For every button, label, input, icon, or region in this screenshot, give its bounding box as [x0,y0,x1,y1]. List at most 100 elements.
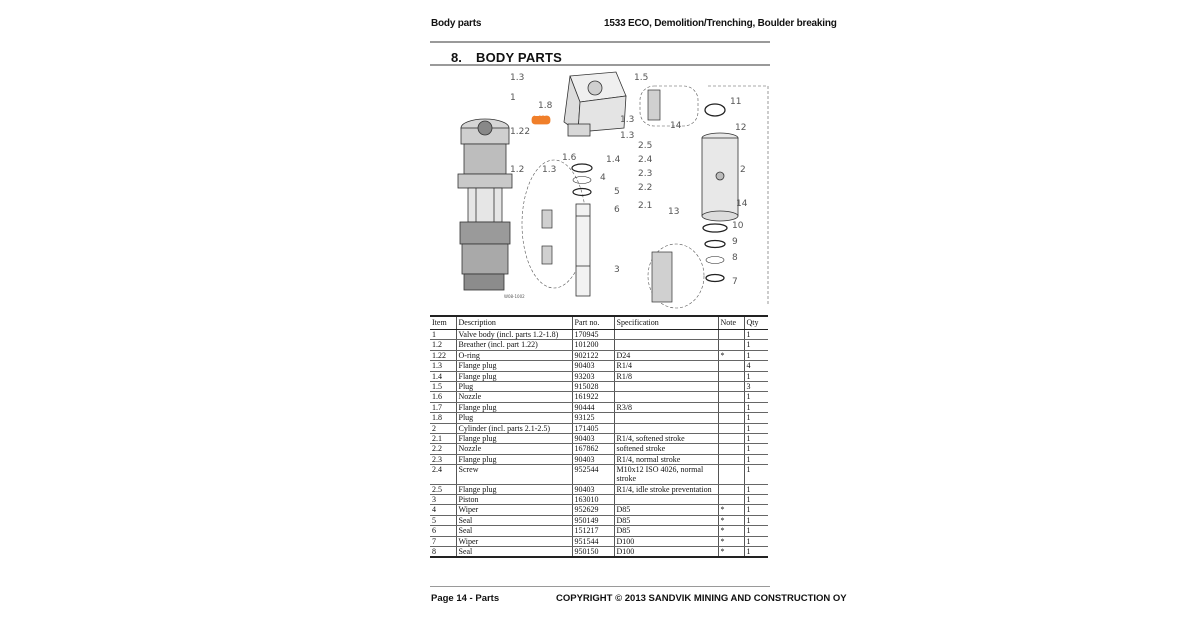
piston-illustration [575,203,591,297]
footer-page-label: Page 14 - Parts [431,593,500,604]
table-cell-specification: softened stroke [613,443,718,455]
table-cell-note [717,464,744,485]
table-cell-specification: R1/4, softened stroke [613,433,718,445]
table-cell-qty: 4 [743,360,768,372]
callout-label: 5 [614,187,620,197]
table-cell-item: 1.6 [430,391,456,403]
table-cell-specification [613,494,718,506]
table-cell-description: Plug [455,412,572,424]
table-cell-description: Piston [455,494,572,506]
table-cell-description: Wiper [455,504,572,516]
table-cell-qty: 1 [743,546,768,559]
table-cell-item: 2.3 [430,454,456,466]
callout-label: 8 [732,253,738,263]
table-cell-item: 1.5 [430,381,456,393]
cylinder-illustration [701,132,739,222]
callout-label: 1.8 [538,101,553,111]
callout-label: 14 [736,199,748,209]
table-cell-note: * [717,504,744,516]
table-cell-specification: D24 [613,350,718,362]
parts-table: Item Description Part no. Specification … [430,315,768,559]
table-cell-part-no: 952544 [571,464,614,485]
callout-label: 3 [614,265,620,275]
table-cell-item: 1 [430,329,456,341]
table-cell-qty: 1 [743,433,768,445]
table-cell-description: Cylinder (incl. parts 2.1-2.5) [455,423,572,434]
table-cell-qty: 1 [743,423,768,434]
table-cell-specification: R1/8 [613,371,718,382]
table-cell-note [717,371,744,382]
table-cell-item: 1.7 [430,402,456,414]
table-cell-qty: 1 [743,454,768,466]
table-cell-part-no: 950150 [571,546,614,559]
table-cell-part-no: 952629 [571,504,614,516]
table-cell-qty: 1 [743,329,768,341]
table-cell-qty: 1 [743,536,768,548]
table-cell-qty: 1 [743,412,768,424]
table-cell-note [717,412,744,424]
column-header: Qty [743,315,768,330]
table-cell-description: Flange plug [455,360,572,372]
callout-label: 11 [730,97,741,107]
table-cell-item: 1.8 [430,412,456,424]
table-cell-part-no: 950149 [571,515,614,527]
table-cell-qty: 1 [743,515,768,527]
valve-body-illustration [531,71,627,137]
callout-label: 1.22 [510,127,530,137]
table-cell-specification [613,423,718,434]
header-divider [430,41,770,43]
table-cell-specification: R3/8 [613,402,718,414]
table-cell-note [717,433,744,445]
table-cell-description: Seal [455,546,572,559]
table-cell-specification: R1/4, normal stroke [613,454,718,466]
table-cell-part-no: 951544 [571,536,614,548]
table-cell-qty: 1 [743,484,768,496]
callout-label: 2.1 [638,201,652,211]
table-cell-qty: 1 [743,391,768,403]
section-number: 8. [451,50,462,65]
table-cell-description: Flange plug [455,402,572,414]
table-cell-item: 7 [430,536,456,548]
table-cell-note: * [717,525,744,537]
table-cell-item: 6 [430,525,456,537]
column-header: Item [430,315,456,330]
table-cell-note: * [717,536,744,548]
callout-label: 12 [735,123,746,133]
table-cell-specification [613,391,718,403]
callout-label: 1.5 [634,73,648,83]
table-cell-note [717,339,744,351]
table-cell-part-no: 90403 [571,360,614,372]
table-cell-part-no: 101200 [571,339,614,351]
table-cell-part-no: 93203 [571,371,614,382]
callout-label: 2 [740,165,746,175]
table-cell-specification: D100 [613,546,718,559]
table-cell-description: Flange plug [455,454,572,466]
table-cell-note [717,494,744,506]
table-cell-description: Nozzle [455,391,572,403]
column-header: Description [455,315,572,330]
table-cell-item: 3 [430,494,456,506]
title-divider [430,64,770,66]
callout-label: 6 [614,205,620,215]
table-cell-specification: R1/4 [613,360,718,372]
column-header: Part no. [571,315,614,330]
table-cell-note [717,443,744,455]
table-cell-item: 1.22 [430,350,456,362]
table-cell-note [717,391,744,403]
table-cell-specification: R1/4, idle stroke preventation [613,484,718,496]
table-cell-note [717,360,744,372]
callout-label: 1.3 [620,131,634,141]
table-cell-description: Plug [455,381,572,393]
table-cell-note [717,381,744,393]
